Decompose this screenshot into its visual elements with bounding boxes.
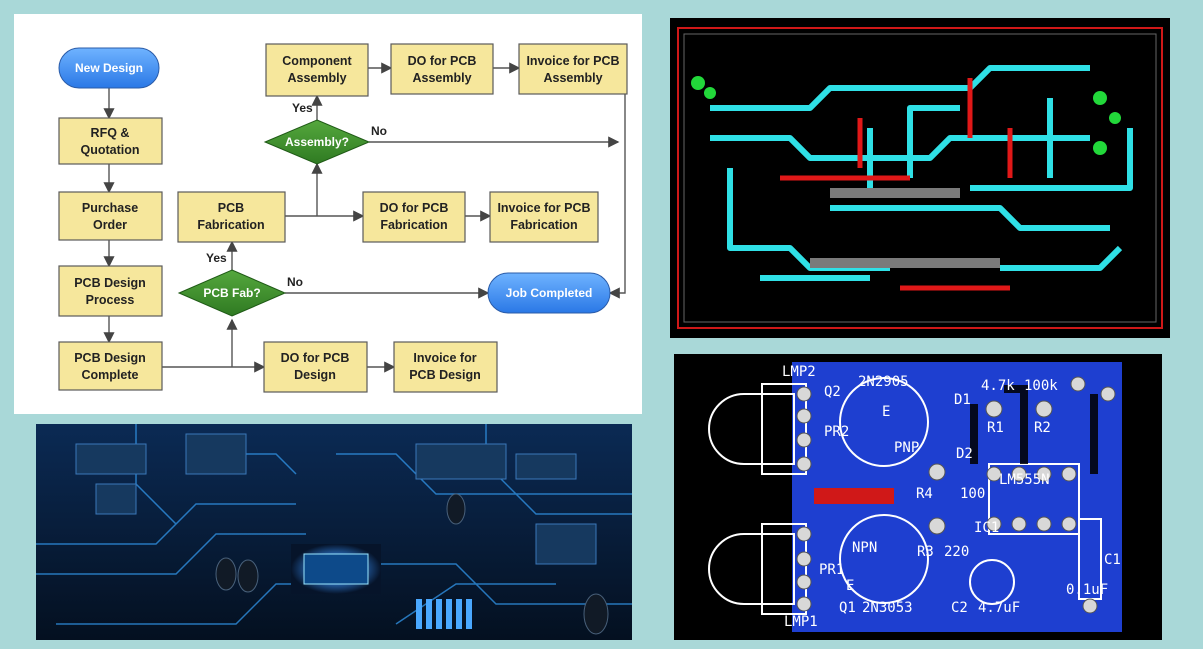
design-complete-line2: Complete — [82, 368, 139, 382]
job-completed-label: Job Completed — [506, 286, 593, 300]
job-completed-node — [487, 272, 611, 314]
label-e-lower: E — [846, 578, 854, 594]
pcb-fabrication-line1: PCB — [218, 201, 244, 215]
label-lmp2: LMP2 — [782, 364, 816, 380]
label-2n3053: 2N3053 — [862, 600, 913, 616]
label-r2: R2 — [1034, 420, 1051, 436]
label-pr1: PR1 — [819, 562, 844, 578]
pcb-fab-no-label: No — [287, 275, 303, 289]
pcb-fab-label: PCB Fab? — [203, 286, 260, 300]
pcb-fabrication-line2: Fabrication — [197, 218, 264, 232]
invoice-assembly-line1: Invoice for PCB — [526, 54, 619, 68]
purchase-order-line1: Purchase — [82, 201, 138, 215]
assembly-decision — [263, 119, 371, 165]
component-assembly-line1: Component — [282, 54, 352, 68]
invoice-fabrication-line1: Invoice for PCB — [497, 201, 590, 215]
label-0-1uf: 0.1uF — [1066, 582, 1108, 598]
label-c2: C2 — [951, 600, 968, 616]
purchase-order-line2: Order — [93, 218, 127, 232]
design-complete-box — [58, 341, 163, 391]
design-process-line1: PCB Design — [74, 276, 146, 290]
label-pnp: PNP — [894, 440, 919, 456]
do-fabrication-box — [362, 191, 466, 243]
assembly-label: Assembly? — [285, 135, 349, 149]
label-npn: NPN — [852, 540, 877, 556]
do-assembly-line2: Assembly — [412, 71, 471, 85]
assembly-yes-label: Yes — [292, 101, 313, 115]
label-r1: R1 — [987, 420, 1004, 436]
label-2n2905: 2N2905 — [858, 374, 909, 390]
pcb-fab-yes-label: Yes — [206, 251, 227, 265]
rfq-label-line1: RFQ & — [91, 126, 130, 140]
label-r4: R4 — [916, 486, 933, 502]
invoice-design-line1: Invoice for — [413, 351, 476, 365]
label-4-7k: 4.7k — [981, 378, 1015, 394]
pcb-fabrication-box — [177, 191, 286, 243]
label-4-7uf: 4.7uF — [978, 600, 1020, 616]
invoice-assembly-line2: Assembly — [543, 71, 602, 85]
label-lmp1: LMP1 — [784, 614, 818, 630]
design-complete-line1: PCB Design — [74, 351, 146, 365]
do-design-line2: Design — [294, 368, 336, 382]
invoice-assembly-box — [518, 43, 628, 95]
invoice-fabrication-box — [489, 191, 599, 243]
rfq-label-line2: Quotation — [80, 143, 139, 157]
invoice-design-box — [393, 341, 498, 393]
do-assembly-box — [390, 43, 494, 95]
component-assembly-line2: Assembly — [287, 71, 346, 85]
new-design-node — [58, 47, 160, 89]
assembly-no-label: No — [371, 124, 387, 138]
label-d2: D2 — [956, 446, 973, 462]
invoice-fabrication-line2: Fabrication — [510, 218, 577, 232]
do-fabrication-line2: Fabrication — [380, 218, 447, 232]
label-c1: C1 — [1104, 552, 1121, 568]
label-lm555n: LM555N — [999, 472, 1050, 488]
label-e-upper: E — [882, 404, 890, 420]
invoice-design-line2: PCB Design — [409, 368, 481, 382]
label-ic1: IC1 — [974, 520, 999, 536]
do-fabrication-line1: DO for PCB — [380, 201, 449, 215]
flow-connectors — [103, 62, 626, 373]
do-assembly-line1: DO for PCB — [408, 54, 477, 68]
circuit-board-photo — [36, 424, 632, 640]
label-q1: Q1 — [839, 600, 856, 616]
label-100k: 100k — [1024, 378, 1058, 394]
pcb-fab-decision — [177, 269, 287, 317]
design-process-box — [58, 265, 163, 317]
label-220: 220 — [944, 544, 969, 560]
rfq-quotation-box — [58, 117, 163, 165]
design-process-line2: Process — [86, 293, 135, 307]
do-design-line1: DO for PCB — [281, 351, 350, 365]
pcb-workflow-flowchart: New Design RFQ & Quotation Purchase Orde… — [14, 14, 642, 414]
label-pr2: PR2 — [824, 424, 849, 440]
purchase-order-box — [58, 191, 163, 241]
pcb-layout-traces — [670, 18, 1170, 338]
label-q2: Q2 — [824, 384, 841, 400]
label-100: 100 — [960, 486, 985, 502]
do-design-box — [263, 341, 368, 393]
label-d1: D1 — [954, 392, 971, 408]
new-design-label: New Design — [75, 61, 143, 75]
pcb-schematic-board: LMP2 2N2905 Q2 PR2 D1 4.7k 100k R1 R2 E … — [674, 354, 1162, 640]
component-assembly-box — [265, 43, 369, 97]
label-r3: R3 — [917, 544, 934, 560]
